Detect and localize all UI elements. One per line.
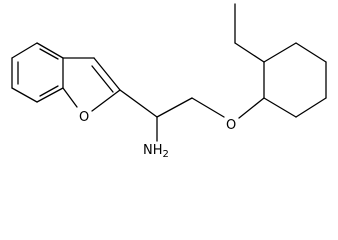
side-chain: NH2 O bbox=[119, 89, 265, 160]
bond-c7a-c4 bbox=[36, 42, 64, 59]
bond-c2-ch bbox=[119, 89, 158, 118]
bond-r5-r6 bbox=[295, 97, 327, 118]
bond-o1-c3a bbox=[62, 87, 78, 108]
benzene-ring bbox=[11, 42, 64, 103]
ether-oxygen-label: O bbox=[226, 118, 236, 133]
amine-label: NH2 bbox=[143, 143, 169, 160]
ethyl-group bbox=[234, 3, 265, 63]
double-bond-inner-bottom bbox=[39, 85, 59, 97]
bond-r3-r4 bbox=[295, 42, 327, 63]
molecule-structure-diagram: O NH2 O bbox=[11, 3, 327, 160]
bond-c2-c3 bbox=[11, 87, 38, 103]
bond-c3-c3a bbox=[36, 87, 64, 103]
bond-r2-r3 bbox=[263, 42, 297, 63]
double-bond-c3-c2-inner bbox=[91, 65, 114, 93]
bond-ch-ch2 bbox=[156, 97, 193, 118]
bond-c4-c1 bbox=[11, 42, 38, 59]
bond-c3-c2 bbox=[93, 57, 121, 91]
bond-o-cyclohexyl bbox=[238, 97, 265, 119]
bond-r6-r1 bbox=[263, 97, 297, 118]
bond-ch2-o bbox=[191, 97, 225, 118]
double-bond-inner-top bbox=[39, 48, 59, 60]
cyclohexane-ring bbox=[263, 42, 327, 118]
furan-ring: O bbox=[62, 57, 121, 125]
bond-r2-ch2 bbox=[234, 42, 265, 63]
bond-c2-o1 bbox=[91, 89, 121, 112]
ring-oxygen-label: O bbox=[79, 110, 89, 125]
